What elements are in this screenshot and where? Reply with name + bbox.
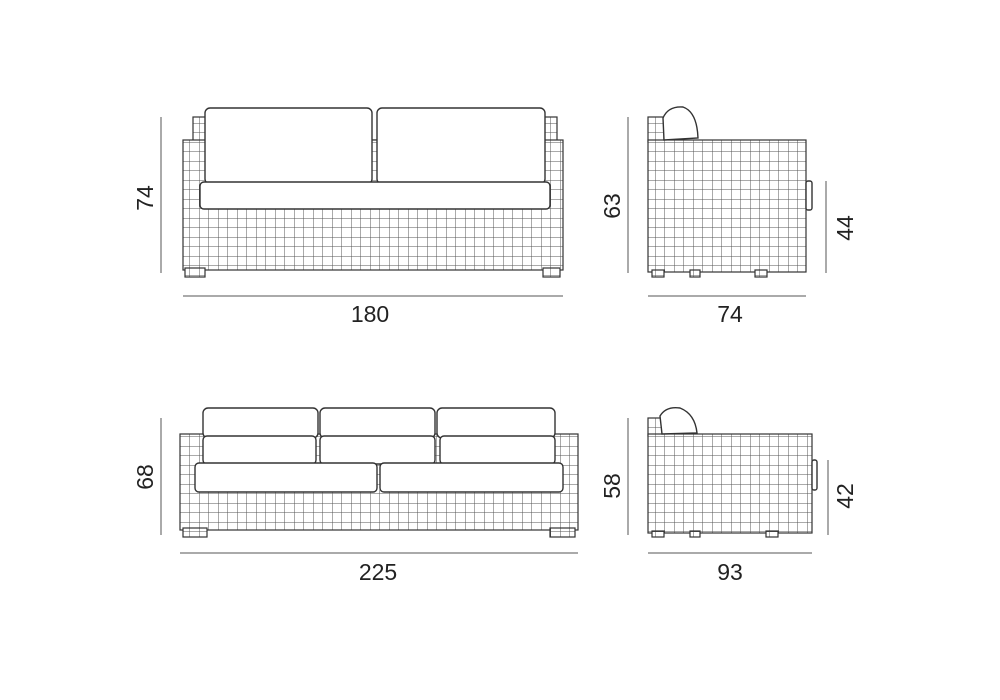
sofa-2-seater-side-view	[647, 106, 813, 278]
sofa-2-seater-front-dimensions: 74 180	[132, 117, 563, 327]
sofa-3-seater-front-view	[179, 407, 579, 538]
width-label: 180	[351, 301, 389, 327]
sofa-3-seater-side-view	[647, 406, 818, 538]
sofa-2-seater-front-view	[182, 107, 564, 278]
depth-label: 93	[717, 559, 743, 585]
sofa-3-seater-side-dimensions: 58 42 93	[599, 418, 858, 585]
sofa-3-seater-front-dimensions: 68 225	[132, 418, 578, 585]
depth-label: 74	[717, 301, 743, 327]
height-label: 68	[132, 464, 158, 490]
seat-height-label: 42	[832, 483, 858, 509]
width-label: 225	[359, 559, 397, 585]
height-label: 74	[132, 185, 158, 211]
sofa-2-seater-side-dimensions: 63 44 74	[599, 117, 858, 327]
side-height-label: 58	[599, 473, 625, 499]
side-height-label: 63	[599, 193, 625, 219]
seat-height-label: 44	[832, 215, 858, 241]
